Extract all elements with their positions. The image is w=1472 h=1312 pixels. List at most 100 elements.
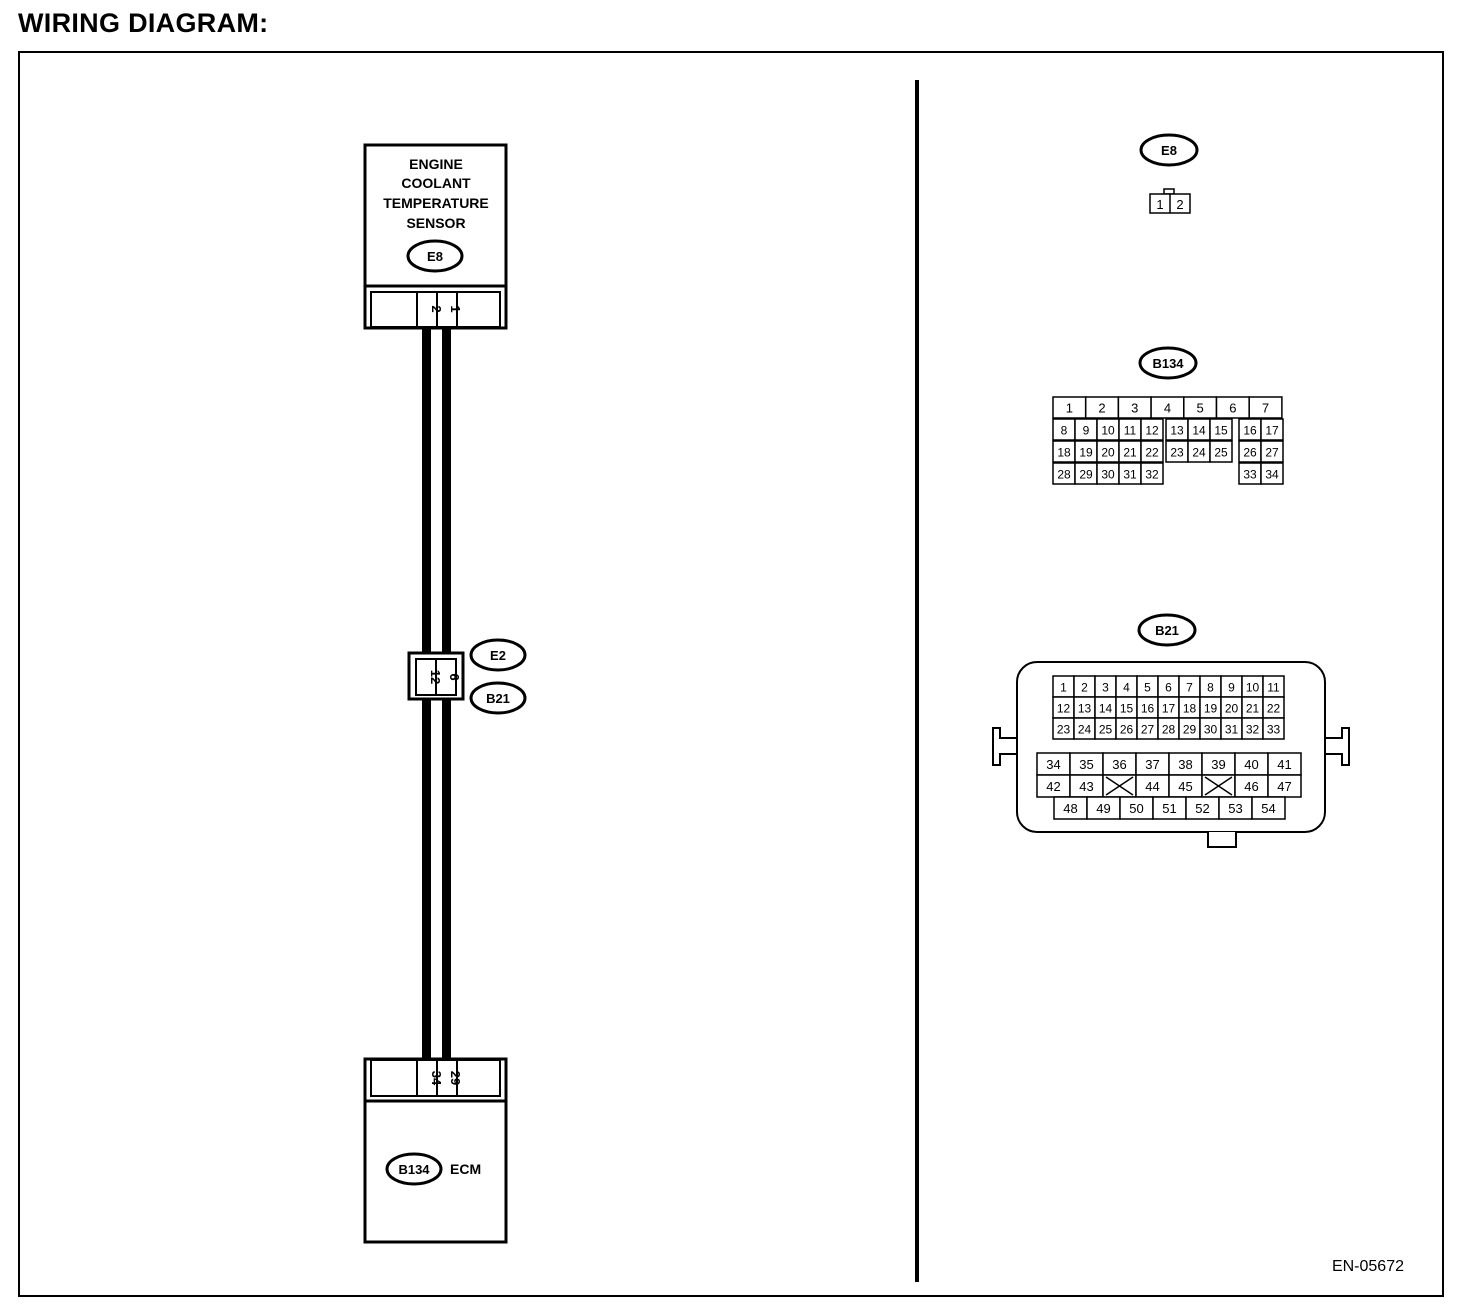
pin-number: 4 (1164, 401, 1171, 416)
pin-cell: 23 (1165, 440, 1189, 463)
diagram-frame: ENGINE COOLANT TEMPERATURE SENSOR E8 2 1… (18, 51, 1444, 1297)
pin-cell: 47 (1267, 774, 1302, 798)
pin-cell: 29 (1178, 717, 1201, 740)
e8-view-badge (1139, 133, 1199, 167)
b21-left-latch (992, 727, 1017, 766)
pin-cell: 40 (1234, 752, 1269, 776)
pin-cell: 22 (1262, 696, 1285, 719)
pin-number: 2 (1081, 681, 1088, 695)
pin-number: 27 (1141, 723, 1155, 737)
pin-number: 19 (1079, 446, 1093, 460)
pin-cell: 6 (1215, 396, 1250, 419)
junction-badge-e2 (469, 638, 527, 672)
pin-number: 23 (1170, 446, 1184, 460)
pin-cell: 45 (1168, 774, 1203, 798)
pin-cell: 46 (1234, 774, 1269, 798)
pin-number: 9 (1083, 424, 1090, 438)
pin-number: 31 (1123, 468, 1137, 482)
sensor-label-line-2: COOLANT (401, 175, 471, 191)
pin-cell: 23 (1052, 717, 1075, 740)
pin-number: 13 (1078, 702, 1092, 716)
wiring-diagram: ENGINE COOLANT TEMPERATURE SENSOR E8 2 1… (363, 80, 1350, 1282)
pin-number: 40 (1244, 757, 1258, 772)
pin-cell: 24 (1187, 440, 1211, 463)
pin-number: 18 (1183, 702, 1197, 716)
pin-number: 34 (1046, 757, 1060, 772)
pin-cell: 43 (1069, 774, 1104, 798)
pin-cell: 7 (1248, 396, 1283, 419)
pin-cell: 26 (1115, 717, 1138, 740)
junction-pin-6: 6 (447, 673, 462, 680)
pin-number: 48 (1063, 801, 1077, 816)
sensor-connector-id: E8 (427, 249, 443, 264)
b134-view-badge (1138, 346, 1198, 380)
pin-cell: 52 (1185, 796, 1220, 820)
pin-number: 26 (1243, 446, 1257, 460)
pin-number: 32 (1145, 468, 1159, 482)
pin-cell: 11 (1118, 418, 1142, 441)
pin-cell: 28 (1052, 462, 1076, 485)
pin-cell: 25 (1209, 440, 1233, 463)
pin-number: 52 (1195, 801, 1209, 816)
pin-cell: 16 (1136, 696, 1159, 719)
pin-cell: 2 (1073, 675, 1096, 698)
pin-cell: 27 (1260, 440, 1284, 463)
pin-number: 20 (1101, 446, 1115, 460)
pin-number: 30 (1204, 723, 1218, 737)
pin-number: 13 (1170, 424, 1184, 438)
pin-cell: 2 (1084, 396, 1120, 419)
pin-cell: 12 (1140, 418, 1164, 441)
pin-cell: 13 (1073, 696, 1096, 719)
blank-cavity (1102, 774, 1137, 798)
pin-number: 30 (1101, 468, 1115, 482)
pin-number: 54 (1261, 801, 1275, 816)
pin-cell: 38 (1168, 752, 1203, 776)
b21-right-latch (1325, 727, 1350, 766)
pin-cell: 21 (1118, 440, 1142, 463)
junction-pin-12: 12 (428, 670, 443, 684)
wire-a-upper (422, 328, 431, 653)
pin-number: 5 (1197, 401, 1204, 416)
pin-cell: 5 (1136, 675, 1159, 698)
pin-number: 4 (1123, 681, 1130, 695)
ecm-pin-34: 34 (429, 1071, 444, 1086)
wire-a-lower (422, 699, 431, 1059)
pin-cell: 32 (1140, 462, 1164, 485)
pin-number: 8 (1061, 424, 1068, 438)
pin-cell: 1 (1052, 675, 1075, 698)
pin-number: 29 (1079, 468, 1093, 482)
pin-number: 16 (1141, 702, 1155, 716)
pin-number: 22 (1267, 702, 1281, 716)
pin-cell: 16 (1238, 418, 1262, 441)
junction-connector-e2: E2 (490, 648, 506, 663)
coolant-temp-sensor: ENGINE COOLANT TEMPERATURE SENSOR E8 2 1 (363, 143, 508, 330)
pin-number: 21 (1123, 446, 1137, 460)
sensor-label-line-3: TEMPERATURE (383, 195, 489, 211)
sensor-label-line-4: SENSOR (406, 215, 465, 231)
pin-number: 50 (1129, 801, 1143, 816)
pin-number: 15 (1120, 702, 1134, 716)
pin-number: 14 (1099, 702, 1113, 716)
pin-cell: 34 (1260, 462, 1284, 485)
sensor-connector-badge (406, 239, 464, 273)
e8-view-id: E8 (1161, 143, 1177, 158)
b21-view-id: B21 (1155, 623, 1179, 638)
pin-number: 38 (1178, 757, 1192, 772)
pin-number: 47 (1277, 779, 1291, 794)
pin-cell: 13 (1165, 418, 1189, 441)
sensor-pin-2: 2 (429, 305, 444, 312)
pin-number: 43 (1079, 779, 1093, 794)
pin-number: 7 (1262, 401, 1269, 416)
pin-number: 12 (1057, 702, 1071, 716)
pin-cell: 3 (1094, 675, 1117, 698)
pin-number: 53 (1228, 801, 1242, 816)
pin-cell: 34 (1036, 752, 1071, 776)
pin-number: 8 (1207, 681, 1214, 695)
b21-bottom-tab (1207, 832, 1237, 848)
pin-number: 19 (1204, 702, 1218, 716)
pin-cell: 4 (1150, 396, 1185, 419)
pin-number: 28 (1057, 468, 1071, 482)
pin-number: 33 (1267, 723, 1281, 737)
